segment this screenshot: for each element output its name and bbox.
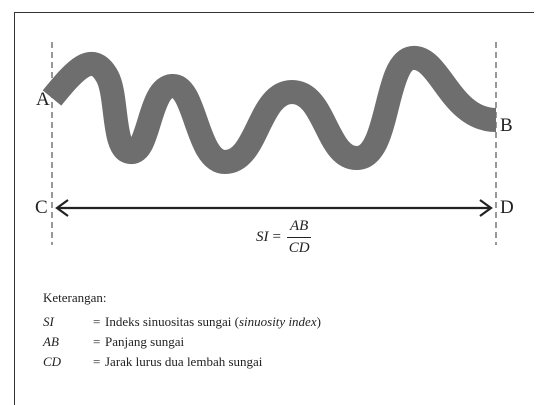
river-channel [42, 46, 498, 174]
point-c-label: C [35, 197, 48, 218]
formula-fraction: AB CD [286, 218, 312, 257]
legend-equals: = [93, 334, 101, 349]
cd-arrow-left-head [55, 199, 69, 217]
legend-row: SI = Indeks sinuositas sungai (sinuosity… [43, 312, 321, 332]
point-d-label: D [500, 197, 514, 218]
legend-text: Panjang sungai [105, 334, 185, 349]
legend-text-main: Indeks sinuositas sungai ( [105, 314, 239, 329]
legend-title: Keterangan: [43, 290, 107, 305]
legend-text-italic: sinuosity index [238, 314, 317, 329]
legend-row: CD = Jarak lurus dua lembah sungai [43, 352, 321, 372]
legend-text: Jarak lurus dua lembah sungai [105, 354, 263, 369]
legend: Keterangan: SI = Indeks sinuositas sunga… [43, 290, 321, 372]
point-a-label: A [36, 89, 50, 110]
formula-lhs: SI [256, 229, 269, 245]
legend-symbol: SI [43, 314, 54, 329]
sinuosity-formula: SI = AB CD [256, 218, 312, 257]
legend-text: Indeks sinuositas sungai (sinuosity inde… [105, 314, 321, 330]
figure-frame [14, 12, 534, 405]
point-b-label: B [500, 115, 513, 136]
cd-arrow-right-head [479, 199, 493, 217]
formula-numerator: AB [286, 218, 312, 238]
formula-denominator: CD [288, 240, 310, 256]
formula-equals: = [272, 229, 281, 245]
legend-symbol: AB [43, 334, 59, 349]
legend-equals: = [93, 354, 101, 369]
legend-row: AB = Panjang sungai [43, 332, 321, 352]
legend-text-after: ) [316, 314, 321, 329]
legend-symbol: CD [43, 354, 62, 369]
legend-equals: = [93, 314, 101, 329]
